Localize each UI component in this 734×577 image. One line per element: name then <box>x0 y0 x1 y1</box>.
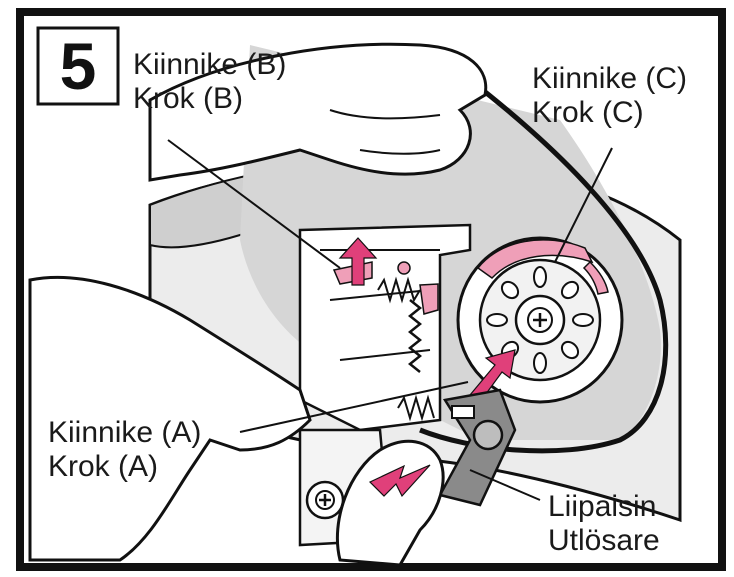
label-hook-b-line2: Krok (B) <box>133 82 286 116</box>
hook-b-marker-2 <box>420 284 438 314</box>
trigger-slot <box>452 406 474 418</box>
trigger-pivot <box>474 421 502 449</box>
label-trigger-line1: Liipaisin <box>548 490 660 524</box>
label-hook-a-line2: Krok (A) <box>48 450 201 484</box>
label-trigger: Liipaisin Utlösare <box>548 490 660 558</box>
screw-icon <box>307 482 343 518</box>
label-hook-a-line1: Kiinnike (A) <box>48 416 201 450</box>
step-number: 5 <box>38 28 118 104</box>
label-hook-b-line1: Kiinnike (B) <box>133 48 286 82</box>
label-trigger-line2: Utlösare <box>548 524 660 558</box>
label-hook-c-line2: Krok (C) <box>532 96 687 130</box>
label-hook-c-line1: Kiinnike (C) <box>532 62 687 96</box>
hook-b-dot <box>398 262 410 274</box>
label-hook-a: Kiinnike (A) Krok (A) <box>48 416 201 484</box>
step-number-text: 5 <box>60 33 97 99</box>
label-hook-b: Kiinnike (B) Krok (B) <box>133 48 286 116</box>
label-hook-c: Kiinnike (C) Krok (C) <box>532 62 687 130</box>
